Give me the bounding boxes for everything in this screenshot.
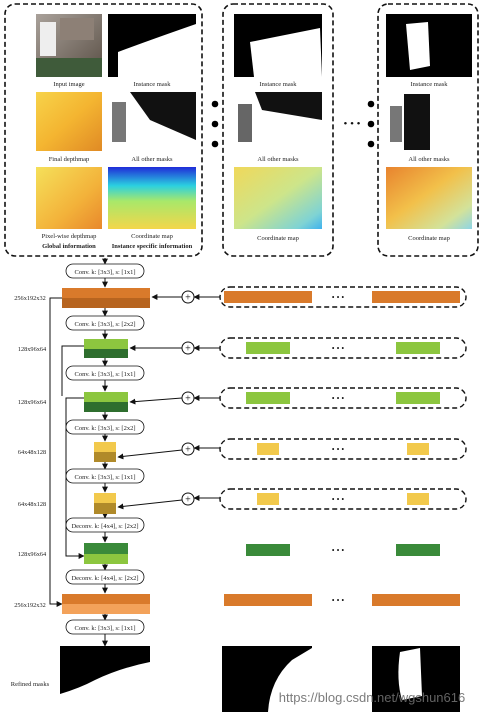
concat-plus-4: + — [181, 442, 195, 456]
size-label-1: 256x192x32 — [14, 295, 45, 302]
op-label-2: Conv. k: [3x3], s: [2x2] — [65, 315, 145, 331]
op-label-4: Conv. k: [3x3], s: [2x2] — [65, 419, 145, 435]
instance-decoder-row-2: • • • — [224, 594, 460, 606]
concat-plus-3: + — [181, 391, 195, 405]
size-label-2: 128x96x64 — [18, 346, 47, 353]
coordinate-map-image-2 — [234, 167, 322, 229]
final-depthmap-label: Final depthmap — [49, 156, 90, 163]
svg-text:+: + — [185, 344, 191, 355]
svg-text:+: + — [185, 394, 191, 405]
instance-row-1: • • • — [219, 286, 467, 308]
final-depthmap-image — [36, 92, 102, 151]
pixelwise-depthmap-image — [36, 167, 102, 229]
feature-block-1 — [62, 288, 150, 308]
op-label-5: Conv. k: [3x3], s: [1x1] — [65, 468, 145, 484]
instance-row-2: • • • — [219, 337, 467, 359]
svg-text:+: + — [185, 495, 191, 506]
watermark-text: https://blog.csdn.net/wgshun616 — [279, 690, 465, 705]
svg-text:Conv. k: [3x3], s: [2x2]: Conv. k: [3x3], s: [2x2] — [75, 425, 136, 432]
svg-text:Conv. k: [3x3], s: [1x1]: Conv. k: [3x3], s: [1x1] — [75, 371, 136, 378]
refined-mask-1 — [60, 646, 150, 712]
svg-text:+: + — [185, 293, 191, 304]
svg-text:Conv. k: [3x3], s: [1x1]: Conv. k: [3x3], s: [1x1] — [75, 625, 136, 632]
input-image — [36, 14, 102, 77]
refined-masks-label: Refined masks — [11, 681, 50, 688]
size-label-6: 128x96x64 — [18, 551, 47, 558]
instance-decoder-row-1: • • • — [246, 544, 440, 556]
concat-plus-1: + — [181, 290, 195, 304]
size-label-4: 64x48x128 — [18, 449, 46, 456]
svg-text:Conv. k: [3x3], s: [1x1]: Conv. k: [3x3], s: [1x1] — [75, 474, 136, 481]
svg-text:• • •: • • • — [332, 394, 345, 403]
instance-mask-label-3: Instance mask — [410, 81, 448, 88]
all-other-masks-image-2 — [234, 92, 322, 151]
arrow-concat-out-5 — [117, 499, 183, 510]
instance-row-3: • • • — [219, 387, 467, 409]
op-label-6: Deconv. k: [4x4], s: [2x2] — [65, 517, 145, 533]
all-other-masks-label-3: All other masks — [408, 156, 450, 163]
all-other-masks-label-2: All other masks — [257, 156, 299, 163]
instance-specific-information-label: Instance specific information — [112, 243, 193, 250]
all-other-masks-image-1 — [108, 92, 196, 151]
instance-mask-label-2: Instance mask — [259, 81, 297, 88]
feature-block-4 — [94, 442, 116, 462]
coordinate-map-image-1 — [108, 167, 196, 229]
coordinate-map-label-1: Coordinate map — [131, 233, 173, 240]
size-label-5: 64x48x128 — [18, 501, 46, 508]
svg-text:Deconv. k: [4x4], s: [2x2]: Deconv. k: [4x4], s: [2x2] — [71, 523, 138, 530]
svg-text:Conv. k: [3x3], s: [2x2]: Conv. k: [3x3], s: [2x2] — [75, 321, 136, 328]
op-label-1: Conv. k: [3x3], s: [1x1] — [65, 263, 145, 279]
instance-mask-image-2 — [234, 14, 322, 77]
feature-block-6 — [84, 543, 128, 564]
pixelwise-depthmap-label: Pixel-wise depthmap — [42, 233, 97, 240]
op-label-7: Deconv. k: [4x4], s: [2x2] — [65, 569, 145, 585]
instance-row-5: • • • — [219, 488, 467, 510]
svg-text:• • •: • • • — [332, 495, 345, 504]
arrow-concat-out-4 — [117, 449, 183, 460]
svg-text:Deconv. k: [4x4], s: [2x2]: Deconv. k: [4x4], s: [2x2] — [71, 575, 138, 582]
input-image-label: Input image — [53, 81, 84, 88]
svg-text:+: + — [185, 445, 191, 456]
skip-connection-128-a — [61, 345, 84, 396]
instance-group-frame-2 — [377, 3, 479, 257]
op-label-8: Conv. k: [3x3], s: [1x1] — [65, 619, 145, 635]
instance-group-frame-1 — [222, 3, 334, 257]
feature-block-2 — [84, 339, 128, 358]
global-information-label: Global information — [42, 243, 96, 250]
svg-text:• • •: • • • — [332, 344, 345, 353]
refined-mask-3 — [372, 646, 460, 712]
vertical-ellipsis-1 — [211, 100, 219, 148]
svg-text:• • •: • • • — [332, 293, 345, 302]
instance-mask-image-1 — [108, 14, 196, 77]
svg-text:• • •: • • • — [332, 596, 345, 605]
coordinate-map-label-2: Coordinate map — [257, 235, 299, 242]
svg-text:Conv. k: [3x3], s: [1x1]: Conv. k: [3x3], s: [1x1] — [75, 269, 136, 276]
size-label-7: 256x192x32 — [14, 602, 45, 609]
feature-block-3 — [84, 392, 128, 412]
coordinate-map-image-3 — [386, 167, 472, 229]
instance-row-4: • • • — [219, 438, 467, 460]
skip-connection-256 — [49, 297, 63, 607]
all-other-masks-image-3 — [386, 92, 472, 151]
refined-mask-2 — [222, 646, 312, 712]
instance-mask-image-3 — [386, 14, 472, 77]
op-label-3: Conv. k: [3x3], s: [1x1] — [65, 365, 145, 381]
concat-plus-2: + — [181, 341, 195, 355]
svg-text:• • •: • • • — [332, 445, 345, 454]
all-other-masks-label-1: All other masks — [131, 156, 173, 163]
coordinate-map-label-3: Coordinate map — [408, 235, 450, 242]
concat-plus-5: + — [181, 492, 195, 506]
feature-block-7 — [62, 594, 150, 614]
vertical-ellipsis-2 — [367, 100, 375, 148]
size-label-3: 128x96x64 — [18, 399, 47, 406]
feature-block-5 — [94, 493, 116, 514]
instance-mask-label-1: Instance mask — [133, 81, 171, 88]
arrow-concat-out-3 — [129, 397, 183, 405]
horizontal-ellipsis-top: • • • — [343, 118, 360, 130]
global-input-group-frame — [4, 3, 203, 257]
svg-text:• • •: • • • — [332, 546, 345, 555]
